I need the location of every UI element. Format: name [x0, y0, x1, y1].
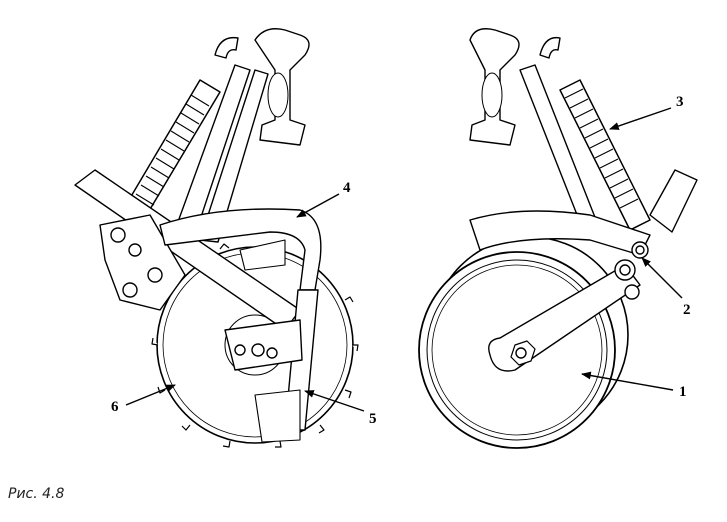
coil-spring-right: [559, 79, 651, 231]
callout-label-4: 4: [343, 180, 351, 196]
upper-link-left-b: [199, 69, 269, 243]
callout-label-3: 3: [676, 94, 684, 110]
callout-label-1: 1: [679, 384, 687, 400]
frame-tube-right: [649, 169, 698, 233]
callout-label-5: 5: [369, 411, 377, 427]
seed-funnel-left: [239, 239, 286, 271]
figure-caption: Рис. 4.8: [8, 486, 65, 502]
right-view-assembly: [418, 28, 698, 449]
press-bracket-left: [224, 319, 303, 371]
callout-label-2: 2: [683, 302, 691, 318]
hitch-hook-right: [539, 36, 561, 59]
callout-lines: [125, 107, 683, 412]
seeder-unit-diagram: 1 2 3 4 5 6: [74, 28, 698, 449]
callout-label-6: 6: [111, 399, 119, 415]
left-view-assembly: [74, 28, 359, 448]
lower-guard-left: [254, 389, 301, 443]
seed-tube-housing-left: [159, 208, 322, 291]
hitch-hook-left: [214, 36, 239, 59]
